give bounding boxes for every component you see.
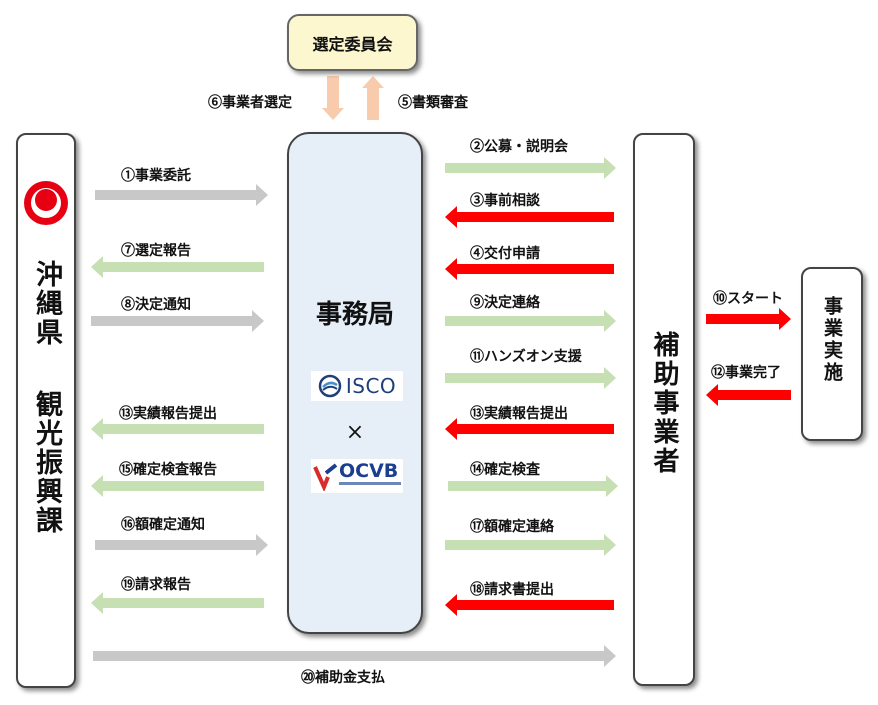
- label-20: ⑳補助金支払: [301, 670, 385, 686]
- grant-recipient-box: 補助事業者: [633, 133, 695, 686]
- secretariat-title: 事務局: [315, 300, 394, 330]
- arrow-11: [445, 367, 616, 389]
- label-17: ⑰額確定連絡: [470, 519, 554, 535]
- project-implementation-box: 事業実施: [801, 267, 863, 441]
- label-16: ⑯額確定通知: [121, 517, 205, 533]
- arrow-5-up: [362, 76, 384, 120]
- label-13b: ⑬実績報告提出: [470, 406, 568, 422]
- arrow-6-down: [322, 76, 344, 120]
- isco-swirl-icon: [318, 374, 342, 398]
- secretariat-box: 事務局 ISCO × OCVB: [287, 132, 423, 634]
- label-4: ④交付申請: [470, 246, 540, 262]
- label-3: ③事前相談: [470, 193, 540, 209]
- label-5-review: ⑤書類審査: [398, 95, 468, 111]
- ocvb-subline: [339, 482, 401, 485]
- arrow-8: [91, 310, 264, 332]
- label-1: ①事業委託: [121, 168, 191, 184]
- prefecture-name: 沖縄県: [31, 260, 62, 347]
- label-12: ⑫事業完了: [711, 365, 781, 381]
- department-name: 観光振興課: [31, 390, 62, 535]
- selection-committee-box: 選定委員会: [287, 14, 418, 71]
- okinawa-emblem-icon: [24, 181, 68, 225]
- arrow-4: [445, 258, 614, 280]
- label-7: ⑦選定報告: [121, 243, 191, 259]
- arrow-17: [445, 534, 616, 556]
- label-6-selection: ⑥事業者選定: [208, 95, 292, 111]
- label-18: ⑱請求書提出: [470, 582, 554, 598]
- arrow-19: [91, 592, 264, 614]
- arrow-16: [95, 534, 268, 556]
- arrow-14: [448, 475, 618, 497]
- arrow-13: [91, 418, 264, 440]
- ocvb-text: OCVB: [339, 460, 399, 482]
- label-14: ⑭確定検査: [470, 462, 540, 478]
- label-10: ⑩スタート: [713, 291, 783, 307]
- label-9: ⑨決定連絡: [470, 295, 540, 311]
- label-15: ⑮確定検査報告: [119, 462, 217, 478]
- okinawa-prefecture-box: 沖縄県 観光振興課: [16, 133, 76, 688]
- label-2: ②公募・説明会: [470, 139, 568, 155]
- arrow-18: [445, 594, 614, 616]
- arrow-2: [445, 157, 616, 179]
- arrow-9: [445, 310, 616, 332]
- ocvb-logo: OCVB: [311, 459, 403, 493]
- arrow-10: [706, 308, 791, 330]
- arrow-7: [91, 256, 264, 278]
- label-19: ⑲請求報告: [121, 577, 191, 593]
- label-13: ⑬実績報告提出: [119, 406, 217, 422]
- label-8: ⑧決定通知: [121, 297, 191, 313]
- arrow-3: [445, 206, 614, 228]
- arrow-13b: [445, 418, 614, 440]
- selection-committee-label: 選定委員会: [312, 34, 393, 54]
- cross-symbol: ×: [345, 420, 365, 445]
- label-11: ⑪ハンズオン支援: [470, 349, 582, 365]
- isco-logo: ISCO: [311, 371, 403, 401]
- arrow-15: [91, 475, 264, 497]
- grant-recipient-label: 補助事業者: [649, 331, 679, 476]
- arrow-20: [93, 645, 616, 667]
- ocvb-mark-icon: [313, 463, 338, 491]
- isco-text: ISCO: [345, 374, 397, 398]
- arrow-1: [95, 184, 268, 206]
- project-implementation-label: 事業実施: [821, 296, 843, 384]
- arrow-12: [706, 384, 791, 406]
